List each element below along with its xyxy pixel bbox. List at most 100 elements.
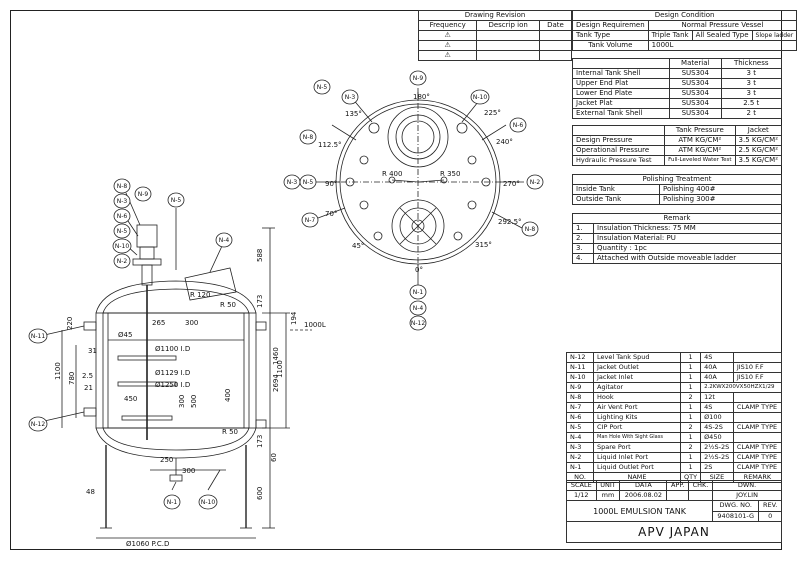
tank-pressure-value: Full-Leveled Water Test — [664, 155, 736, 166]
dimension-label: 400 — [224, 389, 232, 402]
titleblock-header: CHK. — [687, 480, 714, 491]
angle-label: 112.5° — [318, 141, 342, 149]
title-block: SCALE UNIT DATA APP. CHK. DWN. 1/12 mm 2… — [565, 480, 782, 543]
dimension-label: 450 — [124, 395, 137, 403]
remark-table: Remark 1.Insulation Thickness: 75 MM 2.I… — [572, 213, 782, 264]
polishing-label: Inside Tank — [572, 184, 660, 195]
thickness-value: 2 t — [720, 108, 782, 119]
tag-bubble: N-8 — [113, 178, 131, 194]
tag-bubble: N-4 — [409, 300, 427, 316]
thickness-value: 3 t — [720, 88, 782, 99]
dimension-label: 1100 — [54, 362, 62, 380]
pressure-label: Operational Pressure — [571, 145, 666, 156]
tank-pressure-header: Tank Pressure — [664, 125, 736, 136]
remark-title: Remark — [572, 213, 782, 224]
svg-text:N-2: N-2 — [530, 179, 541, 186]
material-part: Jacket Plat — [572, 98, 670, 109]
jacket-pressure-value: 3.5 KG/CM² — [734, 155, 783, 166]
angle-label: 292.5° — [498, 218, 522, 226]
impeller-middle — [117, 381, 177, 387]
titleblock-header: DWN. — [712, 480, 782, 491]
tag-bubble: N-1 — [163, 494, 181, 510]
revision-table: Drawing Revision Frequency Descrip ion D… — [417, 10, 573, 61]
tag-bubble: N-5 — [113, 223, 131, 239]
thickness-value: 2.5 t — [720, 98, 782, 109]
dimension-label: 194 — [290, 311, 298, 325]
remark-text: Attached with Outside moveable ladder — [593, 253, 782, 264]
titleblock-header: SCALE — [566, 480, 597, 491]
svg-text:N-9: N-9 — [138, 191, 149, 198]
pcd-label: Ø1060 P.C.D — [126, 540, 169, 548]
dwg-no-value: 9408101-G — [712, 510, 760, 522]
level-label: 1000L — [304, 321, 326, 329]
tag-bubble: N-4 — [215, 232, 233, 248]
svg-text:N-5: N-5 — [303, 179, 314, 186]
angle-label: 70° — [325, 210, 337, 218]
angle-label: 270° — [503, 180, 520, 188]
tank-type-value: Slope ladder — [751, 30, 798, 41]
revision-row-marker: ⚠ — [417, 40, 478, 51]
tank-inner-shell — [107, 312, 245, 429]
material-part: External Tank Shell — [572, 108, 670, 119]
polishing-value: Polishing 400# — [659, 184, 782, 195]
pressure-label: Design Pressure — [571, 135, 666, 146]
svg-text:N-9: N-9 — [413, 75, 424, 82]
tag-bubble: N-10 — [470, 89, 490, 105]
tank-type-value: Triple Tank — [647, 30, 693, 41]
svg-text:N-8: N-8 — [525, 226, 536, 233]
revision-header: Date — [538, 20, 573, 31]
remark-number: 1. — [572, 223, 594, 234]
polishing-label: Outside Tank — [572, 194, 660, 205]
material-value: SUS304 — [669, 78, 722, 89]
dimension-label: 31 — [88, 347, 97, 355]
side-view — [39, 192, 312, 539]
dimension-label: 173 — [256, 435, 264, 448]
diameter-label: Ø1100 I.D — [155, 345, 190, 353]
polishing-value: Polishing 300# — [659, 194, 782, 205]
tag-bubble: N-6 — [509, 117, 527, 133]
angle-label: 45° — [352, 242, 364, 250]
dimension-label: 48 — [86, 488, 95, 496]
manhole-cover — [184, 267, 237, 301]
svg-text:N-3: N-3 — [287, 179, 298, 186]
tank-volume-label: Tank Volume — [572, 40, 649, 51]
revision-header: Frequency — [417, 20, 478, 31]
material-value: SUS304 — [669, 88, 722, 99]
impeller-lower — [121, 415, 173, 421]
material-header: Material — [669, 58, 722, 69]
dimension-label: 250 — [160, 456, 173, 464]
diameter-label: Ø1250 I.D — [155, 381, 190, 389]
dimension-label: 2.5 — [82, 372, 93, 380]
tag-bubble: N-8 — [521, 221, 539, 237]
drawn-by-value: JOY.LIN — [712, 490, 782, 501]
revision-row-marker: ⚠ — [417, 50, 478, 61]
tag-bubble: N-10 — [112, 238, 132, 254]
radius-label: R 350 — [440, 170, 460, 178]
svg-text:N-8: N-8 — [303, 134, 314, 141]
tag-bubble: N-3 — [283, 174, 301, 190]
material-part: Upper End Plat — [572, 78, 670, 89]
thickness-value: 3 t — [720, 78, 782, 89]
svg-text:N-5: N-5 — [317, 84, 328, 91]
dimension-label: R 50 — [222, 428, 238, 436]
svg-text:N-12: N-12 — [31, 421, 45, 428]
svg-text:N-2: N-2 — [117, 258, 128, 265]
top-dome — [95, 280, 257, 314]
revision-header: Descrip ion — [476, 20, 540, 31]
date-value: 2006.08.02 — [619, 490, 668, 501]
angle-label: 90° — [325, 180, 337, 188]
rev-value: 0 — [758, 510, 782, 522]
tag-bubble: N-7 — [301, 212, 319, 228]
remark-number: 3. — [572, 243, 594, 254]
